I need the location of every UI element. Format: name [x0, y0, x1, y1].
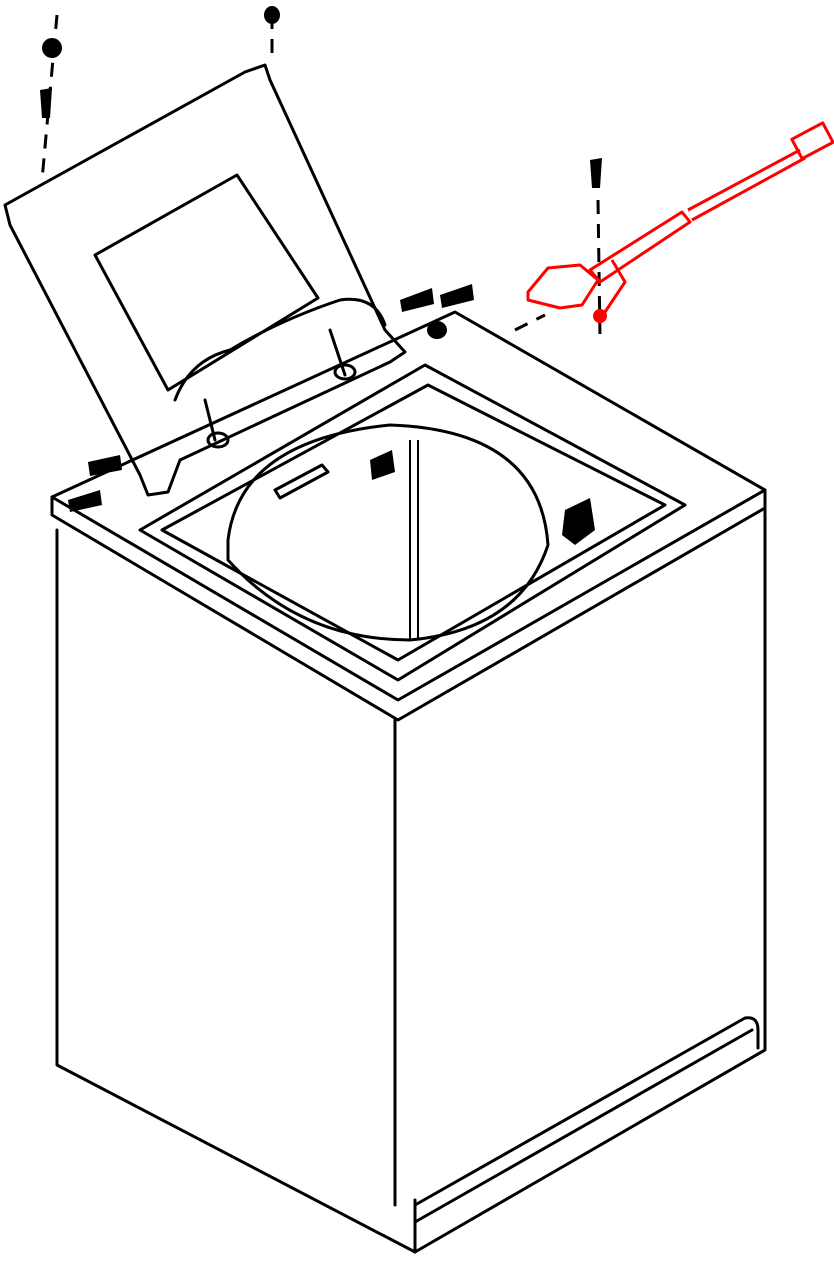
lid — [3, 63, 407, 497]
switch-screw-icon — [590, 158, 602, 188]
tub-opening — [138, 363, 687, 682]
cabinet — [50, 310, 767, 1254]
bumper-icon — [427, 321, 447, 339]
harness-connector — [790, 121, 834, 161]
wash-basket — [226, 423, 550, 642]
screw-icon — [400, 288, 434, 312]
screw-icon — [68, 490, 102, 512]
cabinet-top-edge — [50, 488, 767, 722]
lid-switch — [526, 263, 600, 310]
lid-switch-actuator — [562, 498, 595, 545]
vent-slot — [273, 463, 330, 500]
harness-wires — [687, 148, 806, 222]
bumper-icon — [42, 38, 62, 58]
toe-kick-panel — [413, 1016, 760, 1224]
lid-cutaway — [173, 297, 387, 402]
screw-icon — [440, 284, 474, 308]
screw-icon — [88, 455, 122, 476]
lid-switch-harness — [526, 121, 834, 339]
cabinet-side-face — [413, 506, 767, 1254]
basket-screw — [370, 450, 395, 480]
bumper-icon — [264, 6, 280, 24]
screw-icon — [40, 88, 52, 118]
ground-wire — [603, 259, 627, 313]
lid-window — [93, 173, 320, 392]
fasteners — [40, 6, 546, 512]
harness-sleeve — [588, 210, 692, 284]
ground-terminal — [593, 309, 607, 323]
cabinet-front-face — [55, 528, 417, 1254]
